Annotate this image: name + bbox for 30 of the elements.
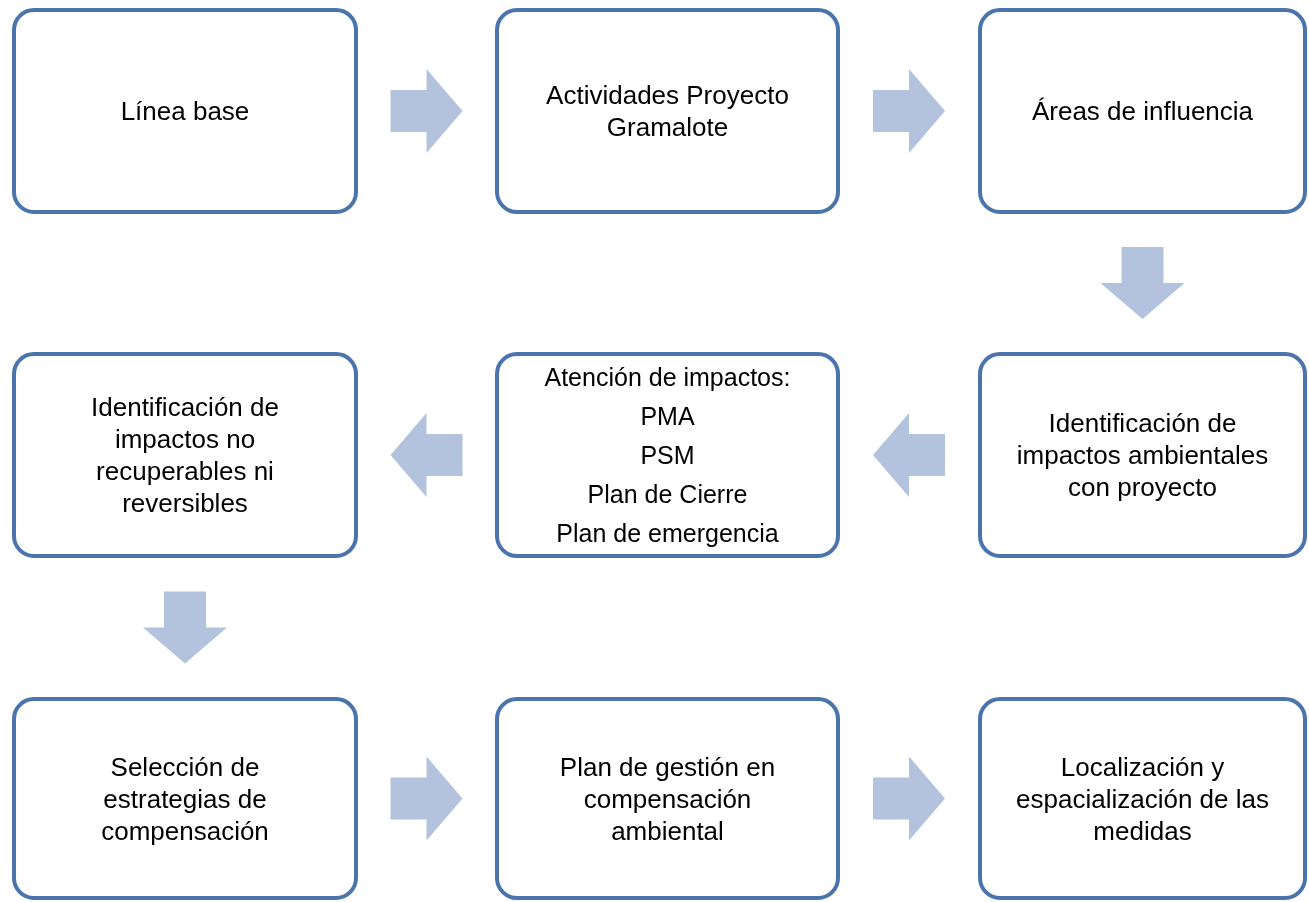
- process-box: [12, 352, 358, 558]
- block-arrow: [390, 756, 463, 841]
- process-box: [495, 8, 840, 214]
- process-box: [978, 697, 1307, 900]
- block-arrow: [873, 756, 945, 841]
- block-arrow: [873, 413, 945, 497]
- box-text: Localización y espacialización de las medidas: [1015, 750, 1270, 847]
- block-arrow: [1100, 247, 1185, 319]
- process-box: [12, 697, 358, 900]
- box-text: PMA: [640, 400, 695, 432]
- process-box: [978, 8, 1307, 214]
- process-box: [12, 8, 358, 214]
- box-text: Plan de Cierre: [587, 478, 748, 510]
- block-arrow: [143, 591, 227, 664]
- process-box: [495, 352, 840, 558]
- box-text: Áreas de influencia: [1031, 95, 1254, 127]
- block-arrow: [390, 69, 463, 153]
- box-text: Atención de impactos:: [544, 361, 791, 393]
- process-box: [978, 352, 1307, 558]
- box-text: Identificación de impactos no recuperables ni reversibles: [90, 391, 280, 519]
- process-box: [495, 697, 840, 900]
- block-arrow: [873, 69, 945, 153]
- box-text: Identificación de impactos ambientales con proyecto: [1015, 407, 1270, 503]
- box-text: Línea base: [120, 95, 250, 127]
- block-arrow: [390, 413, 463, 497]
- box-text: Selección de estrategias de compensación: [100, 750, 270, 847]
- box-text: PSM: [640, 439, 695, 471]
- box-text: Plan de gestión en compensación ambiental: [558, 750, 777, 847]
- box-text: Actividades Proyecto Gramalote: [545, 79, 790, 143]
- box-text: Plan de emergencia: [556, 517, 779, 549]
